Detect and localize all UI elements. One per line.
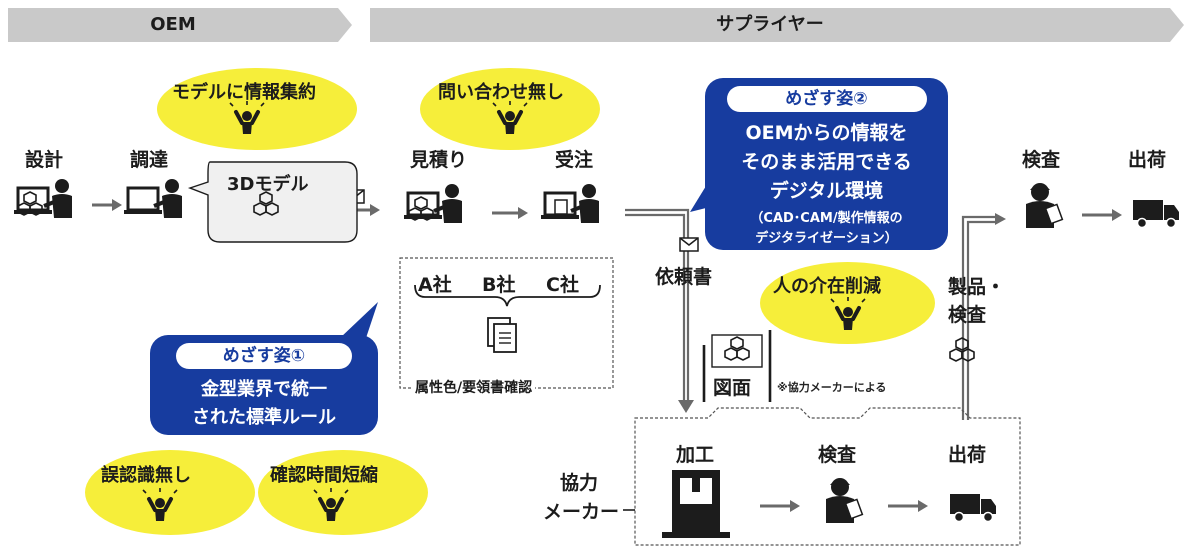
goal1-line1: 金型業界で統一 — [201, 379, 327, 400]
drawing-label: 図面 — [713, 377, 752, 399]
reduce-human-text: 人の介在削減 — [773, 276, 881, 297]
shorter-check-text: 確認時間短縮 — [270, 465, 378, 486]
company-a: A社 — [418, 274, 452, 296]
model-bubble-label: 3Dモデル — [227, 174, 309, 195]
oem-banner-label: OEM — [150, 14, 196, 35]
attribute-check-label: 属性色/要領書確認 — [412, 377, 536, 397]
supplier-banner — [370, 8, 1184, 42]
procurement-label: 調達 — [130, 149, 169, 171]
goal2-sub1: （CAD･CAM/製作情報の — [750, 211, 903, 226]
drawing-note: ※協力メーカーによる — [777, 381, 887, 394]
model-bubble — [187, 161, 358, 243]
inspection-label: 検査 — [1022, 149, 1061, 171]
goal1-line2: された標準ルール — [192, 407, 336, 428]
model-info-callout — [157, 68, 357, 150]
goal2-line2: そのまま活用できる — [741, 151, 912, 173]
banner-layer — [8, 8, 1184, 42]
request-doc-label: 依頼書 — [655, 266, 713, 288]
no-inquiry-text: 問い合わせ無し — [438, 82, 564, 103]
goal1-title: めざす姿① — [176, 343, 352, 369]
machining-icon — [662, 470, 730, 538]
goal1-box: めざす姿① 金型業界で統一 された標準ルール — [150, 335, 378, 435]
partner-label-line1: 協力 — [560, 472, 599, 494]
machining-label: 加工 — [676, 444, 715, 466]
no-inquiry-callout — [420, 68, 600, 150]
supplier-banner-label: サプライヤー — [716, 14, 824, 35]
company-b: B社 — [482, 274, 516, 296]
partner-zone — [634, 407, 1021, 546]
goal2-line1: OEMからの情報を — [745, 122, 908, 144]
partner-shipping-label: 出荷 — [948, 444, 987, 466]
goal2-title: めざす姿② — [726, 86, 927, 112]
estimate-label: 見積り — [410, 149, 468, 171]
partner-label-line2: メーカー — [543, 501, 620, 523]
oem-banner — [8, 8, 352, 42]
goal2-line3: デジタル環境 — [769, 180, 884, 202]
design-label: 設計 — [25, 149, 64, 171]
product-inspection-line2: 検査 — [948, 304, 987, 326]
document-icon — [554, 199, 568, 215]
order-label: 受注 — [555, 149, 594, 171]
product-inspection-line1: 製品・ — [948, 276, 1006, 298]
brace — [414, 284, 601, 307]
goal2-box: めざす姿② OEMからの情報を そのまま活用できる デジタル環境 （CAD･CA… — [705, 78, 948, 250]
no-misrecognition-text: 誤認識無し — [101, 465, 191, 486]
shorter-check-callout — [258, 450, 428, 535]
company-box — [399, 257, 614, 389]
no-misrecognition-callout — [85, 450, 255, 535]
reduce-human-callout — [760, 262, 935, 344]
shipping-label: 出荷 — [1128, 149, 1167, 171]
partner-inspection-label: 検査 — [818, 444, 857, 466]
model-info-text: モデルに情報集約 — [172, 82, 316, 103]
company-c: C社 — [546, 274, 579, 296]
goal2-sub2: デジタライゼーション） — [755, 231, 898, 246]
